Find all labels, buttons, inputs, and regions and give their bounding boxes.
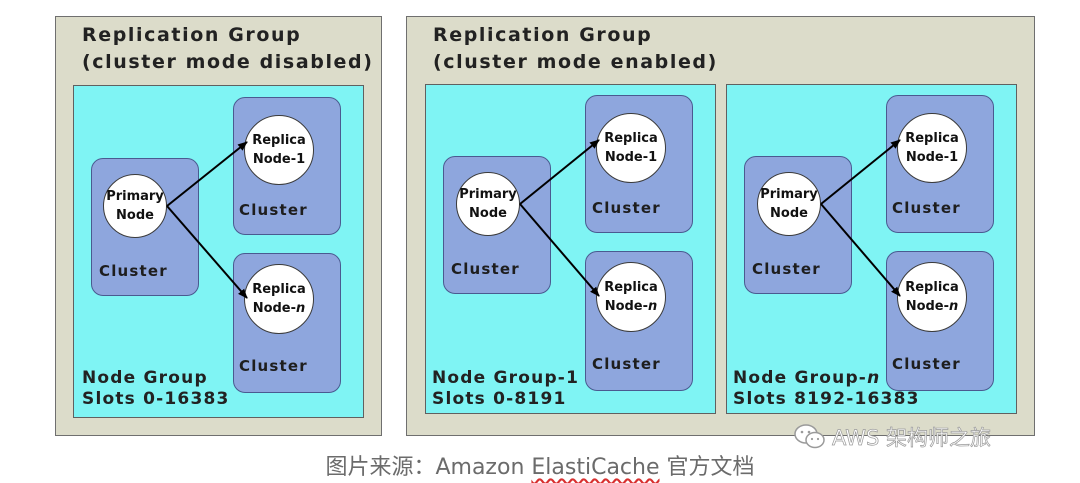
watermark: AWS 架构师之旅 <box>794 422 1044 452</box>
node-group-label: Node Group-1 Slots 0-8191 <box>432 368 580 409</box>
primary-node: Primary Node <box>456 172 520 236</box>
cluster-label: Cluster <box>592 355 661 373</box>
replica-node-label: Replica Node-1 <box>604 131 658 165</box>
replica-node-1: Replica Node-1 <box>897 113 967 183</box>
replica-node-label: Replica Node-1 <box>905 131 959 165</box>
replication-arrow <box>166 141 248 207</box>
primary-node: Primary Node <box>103 174 167 238</box>
replica-node-n: Replica Node-n <box>897 262 967 332</box>
cluster-label: Cluster <box>892 199 961 217</box>
primary-node-label: Primary Node <box>106 189 164 223</box>
replica-node-label: Replica Node-n <box>604 280 658 314</box>
replica-node-1: Replica Node-1 <box>244 115 314 185</box>
replication-arrow <box>166 205 248 299</box>
primary-node-label: Primary Node <box>459 187 517 221</box>
replica-node-1: Replica Node-1 <box>596 113 666 183</box>
cluster-label: Cluster <box>451 260 520 278</box>
replication-arrow <box>820 139 901 205</box>
cluster-label: Cluster <box>752 260 821 278</box>
replication-group-title: Replication Group (cluster mode enabled) <box>433 24 718 73</box>
cluster-label: Cluster <box>239 201 308 219</box>
replication-arrow <box>519 203 600 297</box>
cluster-label: Cluster <box>99 262 168 280</box>
replica-node-n: Replica Node-n <box>244 264 314 334</box>
primary-node: Primary Node <box>757 172 821 236</box>
replication-arrow <box>820 203 901 297</box>
replica-node-label: Replica Node-1 <box>252 133 306 167</box>
image-caption: 图片来源：Amazon ElastiCache 官方文档 <box>325 455 755 480</box>
replica-node-label: Replica Node-n <box>252 282 306 316</box>
cluster-label: Cluster <box>892 355 961 373</box>
replication-arrow <box>519 139 600 205</box>
wechat-icon <box>794 424 825 449</box>
node-group-label: Node Group Slots 0-16383 <box>82 368 230 409</box>
watermark-text: AWS 架构师之旅 <box>832 426 992 451</box>
replica-node-n: Replica Node-n <box>596 262 666 332</box>
primary-node-label: Primary Node <box>760 187 818 221</box>
cluster-label: Cluster <box>592 199 661 217</box>
replication-group-title: Replication Group (cluster mode disabled… <box>82 24 374 73</box>
cluster-label: Cluster <box>239 357 308 375</box>
replica-node-label: Replica Node-n <box>905 280 959 314</box>
caption-elasticache: ElastiCache <box>531 455 660 480</box>
